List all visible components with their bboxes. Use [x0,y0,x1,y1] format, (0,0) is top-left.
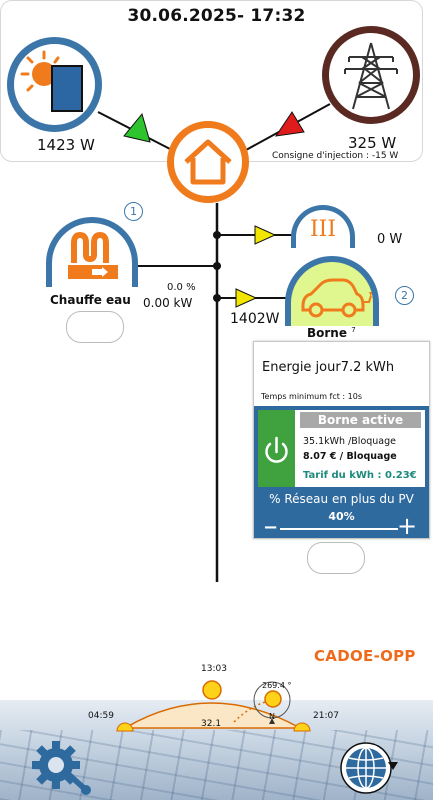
sunset-icon [293,722,311,732]
sun-icon [202,680,222,700]
pv-flow-arrow [123,112,151,143]
increase-button[interactable]: + [397,512,418,540]
house-icon [184,139,232,185]
chauffe-eau-toggle[interactable] [66,311,124,343]
borne-node[interactable] [285,256,379,326]
kwh-tariff: Tarif du kWh : 0.23€ [303,470,417,481]
chauffe-eau-node[interactable] [46,217,138,287]
chauffe-eau-badge: 1 [124,202,143,221]
borne-power: 1402W [230,311,280,327]
power-button[interactable] [258,410,295,487]
solar-noon: 13:03 [201,664,227,674]
grid-node[interactable] [322,26,420,124]
borne-label: Borne [307,326,347,340]
solar-panel-icon [20,50,83,112]
grid-percent-label: % Réseau en plus du PV [269,492,414,506]
decrease-button[interactable]: − [263,517,279,538]
eur-per-block: 8.07 € / Bloquage [303,451,397,462]
borne-superscript: 7 [351,326,356,334]
globe-icon[interactable] [338,740,400,798]
triphase-node[interactable]: III [291,205,355,248]
borne-badge: 2 [395,286,414,305]
pv-power: 1423 W [37,136,95,154]
triphase-flow-arrow [254,225,277,245]
sunset-time: 21:07 [313,711,339,721]
settings-wrench-icon[interactable] [30,738,92,796]
energy-day-label: Energie jour [262,360,341,375]
borne-panel: Energie jour7.2 kWh Temps minimum fct : … [253,341,430,539]
grid-power: 325 W [348,134,397,152]
triphase-symbol: III [309,217,337,242]
sun-azimuth: 269.4 ° [262,681,292,690]
car-charging-icon [301,278,372,318]
borne-status: Borne active [300,412,421,428]
borne-label-wrap: Borne 7 [307,326,356,340]
borne-status-card: Borne active 35.1kWh /Bloquage 8.07 € / … [258,410,425,487]
current-sun-icon [264,690,282,708]
power-icon [265,436,288,463]
borne-toggle[interactable] [307,542,365,574]
energy-day: Energie jour7.2 kWh [262,360,394,375]
min-time: Temps minimum fct : 10s [261,392,363,401]
grid-percent-slider[interactable] [280,528,398,530]
chauffe-eau-power: 0.00 kW [143,296,193,310]
brand-logo: CADOE-OPP [314,647,416,665]
kwh-per-block: 35.1kWh /Bloquage [303,436,397,447]
grid-percent-value: 40% [328,510,355,523]
chauffe-eau-percent: 0.0 % [167,282,196,293]
house-node[interactable] [167,121,249,203]
borne-control-block: Borne active 35.1kWh /Bloquage 8.07 € / … [254,406,429,538]
energy-day-value: 7.2 kWh [340,360,395,375]
sun-elevation: 32.1 [201,719,222,729]
sunrise-time: 04:59 [88,711,114,721]
pylon-icon [344,42,398,110]
injection-setpoint: Consigne d'injection : -15 W [272,151,399,161]
chauffe-eau-label: Chauffe eau [50,293,131,307]
compass-north: N [269,712,275,721]
borne-flow-arrow [235,288,258,308]
datetime: 30.06.2025- 17:32 [127,6,306,26]
triphase-power: 0 W [377,232,403,247]
pv-node[interactable] [7,37,102,132]
grid-flow-arrow [274,111,305,137]
sunrise-icon [116,722,134,732]
heater-icon [68,231,118,279]
